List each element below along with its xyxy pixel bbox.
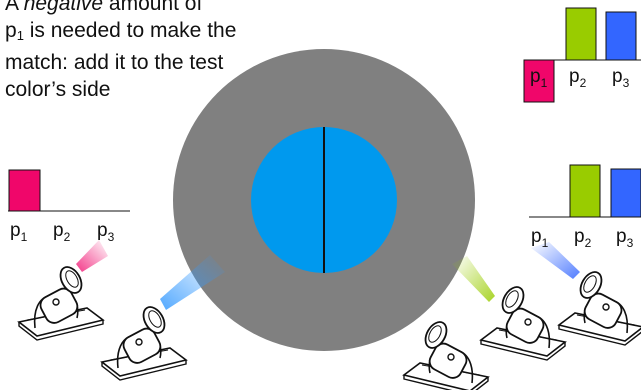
p1-lamp-icon [19,263,103,340]
p1-negative-lamp-icon [404,318,488,390]
match-side-amounts: p1 p2 p3 [529,165,641,250]
p2-light-beam [452,256,495,302]
match-p3-bar [611,169,641,217]
match-p2-label: p2 [574,226,592,250]
negative-p2-bar [566,8,596,60]
p3-lamp-icon [559,268,641,345]
negative-p3-bar [606,12,636,60]
negative-p3-label: p3 [612,66,630,90]
test-lamp-icon [102,303,186,380]
negative-p2-label: p2 [569,66,587,90]
test-side-amounts: p1 p2 p3 [8,170,130,244]
test-p1-bar [9,170,40,211]
p1-light-beam [76,240,108,272]
p3-light-beam [531,242,580,279]
test-p3-label: p3 [97,220,115,244]
match-p3-label: p3 [616,226,634,250]
test-p2-label: p2 [53,220,71,244]
match-p1-label: p1 [531,226,549,250]
match-p2-bar [570,165,600,217]
negative-p1-amounts: p1 p2 p3 [524,8,641,102]
test-p1-label: p1 [10,220,28,244]
